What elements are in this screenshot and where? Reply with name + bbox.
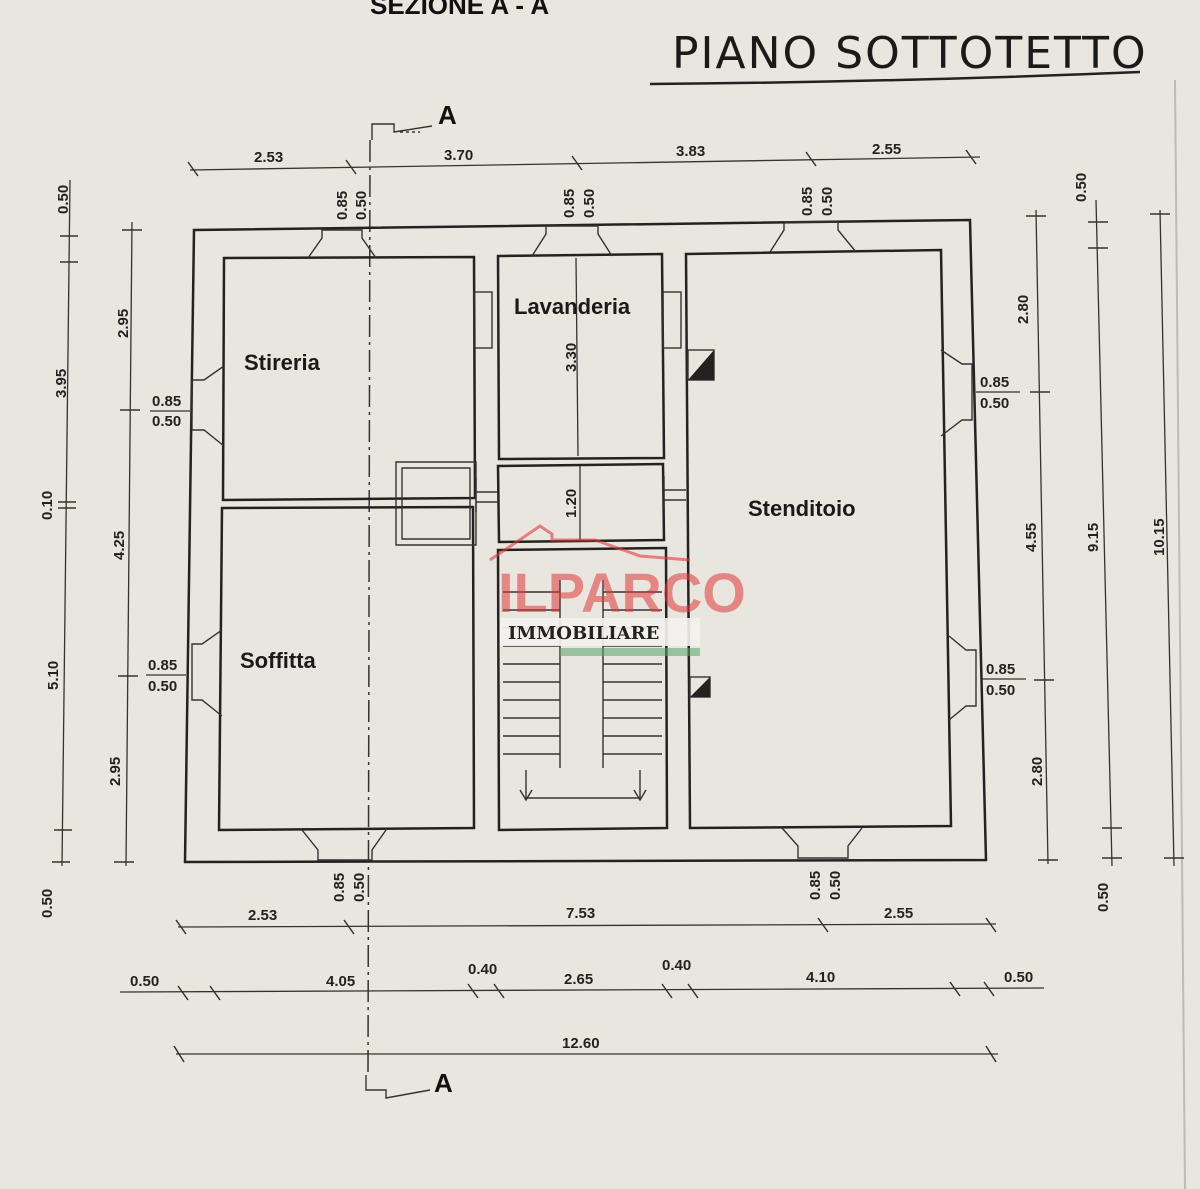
svg-text:0.50: 0.50 bbox=[581, 189, 598, 218]
svg-text:0.50: 0.50 bbox=[1004, 969, 1033, 986]
svg-text:2.55: 2.55 bbox=[884, 905, 913, 922]
svg-text:0.85: 0.85 bbox=[807, 871, 824, 900]
dims-bottom: 0.85 0.50 0.85 0.50 2.53 7.53 2.55 0.50 … bbox=[130, 871, 1033, 1052]
svg-text:0.85: 0.85 bbox=[980, 374, 1009, 391]
svg-text:0.40: 0.40 bbox=[662, 957, 691, 974]
svg-text:0.50: 0.50 bbox=[827, 871, 844, 900]
svg-text:4.05: 4.05 bbox=[326, 973, 355, 990]
svg-text:2.53: 2.53 bbox=[248, 907, 277, 924]
svg-text:2.95: 2.95 bbox=[107, 757, 124, 786]
svg-text:0.50: 0.50 bbox=[130, 973, 159, 990]
svg-text:0.50: 0.50 bbox=[55, 185, 72, 214]
watermark-subtitle: IMMOBILIARE bbox=[508, 623, 659, 644]
svg-text:2.80: 2.80 bbox=[1029, 757, 1046, 786]
section-marker-top: A bbox=[371, 100, 457, 140]
svg-text:2.95: 2.95 bbox=[115, 309, 132, 338]
svg-text:0.40: 0.40 bbox=[468, 961, 497, 978]
dim-corr-height: 1.20 bbox=[563, 489, 580, 518]
section-title: SEZIONE A - A bbox=[370, 0, 549, 20]
section-line bbox=[367, 139, 371, 1076]
svg-text:A: A bbox=[434, 1068, 453, 1098]
svg-text:0.50: 0.50 bbox=[351, 873, 368, 902]
watermark-brand: ILPARCO bbox=[498, 561, 746, 624]
svg-text:3.70: 3.70 bbox=[444, 147, 473, 164]
section-marker-bottom: A bbox=[365, 1068, 453, 1099]
room-label-lavanderia: Lavanderia bbox=[514, 294, 631, 319]
floor-name: PIANO SOTTOTETTO bbox=[672, 28, 1148, 79]
svg-text:0.50: 0.50 bbox=[148, 678, 177, 695]
dim-lav-height: 3.30 bbox=[563, 343, 580, 372]
dims-left: 0.50 3.95 0.10 5.10 0.50 2.95 4.25 2.95 … bbox=[39, 185, 190, 918]
svg-text:7.53: 7.53 bbox=[566, 905, 595, 922]
svg-text:10.15: 10.15 bbox=[1151, 518, 1168, 556]
svg-text:0.50: 0.50 bbox=[353, 191, 370, 220]
svg-text:0.50: 0.50 bbox=[1073, 173, 1090, 202]
room-label-stenditoio: Stenditoio bbox=[748, 496, 856, 521]
svg-text:0.85: 0.85 bbox=[152, 393, 181, 410]
svg-text:0.85: 0.85 bbox=[334, 191, 351, 220]
svg-text:0.85: 0.85 bbox=[986, 661, 1015, 678]
room-soffitta bbox=[217, 505, 476, 832]
svg-text:0.85: 0.85 bbox=[561, 189, 578, 218]
svg-text:3.83: 3.83 bbox=[676, 143, 705, 160]
svg-text:5.10: 5.10 bbox=[45, 661, 62, 690]
svg-text:0.85: 0.85 bbox=[331, 873, 348, 902]
svg-text:4.55: 4.55 bbox=[1023, 523, 1040, 552]
floor-name-underline bbox=[649, 70, 1141, 86]
dims-top: 2.53 3.70 3.83 2.55 0.85 0.50 0.85 0.50 … bbox=[254, 141, 901, 220]
svg-text:0.50: 0.50 bbox=[152, 413, 181, 430]
svg-text:2.65: 2.65 bbox=[564, 971, 593, 988]
svg-text:0.50: 0.50 bbox=[980, 395, 1009, 412]
windows bbox=[191, 221, 977, 861]
svg-text:4.25: 4.25 bbox=[111, 531, 128, 560]
room-label-soffitta: Soffitta bbox=[240, 648, 317, 673]
svg-text:3.95: 3.95 bbox=[53, 369, 70, 398]
svg-text:A: A bbox=[438, 100, 457, 130]
svg-text:2.55: 2.55 bbox=[872, 141, 901, 158]
svg-text:0.50: 0.50 bbox=[1095, 883, 1112, 912]
paper-edge bbox=[1174, 79, 1186, 1189]
svg-text:12.60: 12.60 bbox=[562, 1035, 600, 1052]
svg-text:0.85: 0.85 bbox=[799, 187, 816, 216]
watermark-logo: ILPARCO IMMOBILIARE bbox=[489, 524, 746, 656]
room-stireria bbox=[221, 255, 477, 502]
stairwell bbox=[496, 546, 669, 832]
svg-text:2.53: 2.53 bbox=[254, 149, 283, 166]
room-stenditoio bbox=[684, 248, 953, 830]
flue-upper bbox=[687, 349, 715, 381]
svg-text:2.80: 2.80 bbox=[1015, 295, 1032, 324]
flue-lower bbox=[689, 676, 711, 698]
dimension-lines bbox=[52, 149, 1184, 1063]
room-corridor bbox=[395, 461, 666, 546]
svg-text:9.15: 9.15 bbox=[1085, 523, 1102, 552]
svg-text:0.85: 0.85 bbox=[148, 657, 177, 674]
svg-text:0.10: 0.10 bbox=[39, 491, 56, 520]
outer-walls bbox=[183, 218, 988, 864]
svg-text:0.50: 0.50 bbox=[986, 682, 1015, 699]
room-lavanderia bbox=[496, 252, 666, 461]
watermark-roof-icon bbox=[489, 524, 691, 562]
svg-text:4.10: 4.10 bbox=[806, 969, 835, 986]
dims-right: 0.85 0.50 0.85 0.50 2.80 4.55 2.80 0.50 … bbox=[976, 173, 1168, 912]
room-label-stireria: Stireria bbox=[244, 350, 321, 375]
svg-text:0.50: 0.50 bbox=[39, 889, 56, 918]
svg-text:0.50: 0.50 bbox=[819, 187, 836, 216]
